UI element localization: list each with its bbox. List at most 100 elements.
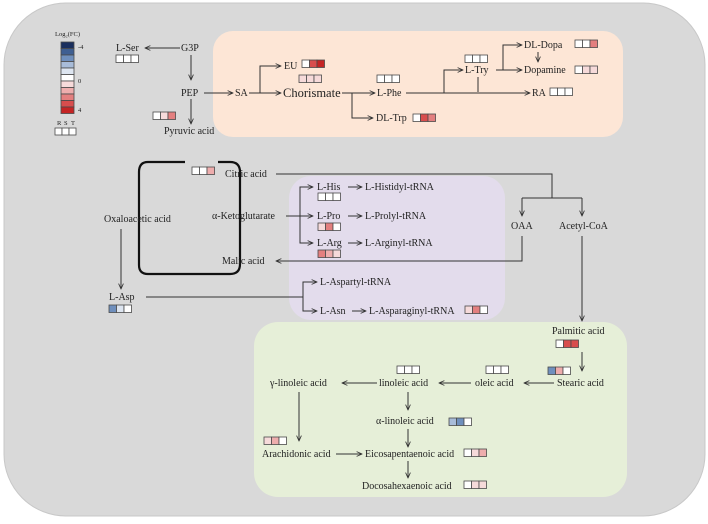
heat-cell-citric [206, 166, 215, 175]
legend-color-step [60, 61, 75, 69]
node-dltrp: DL-Trp [376, 113, 407, 124]
heat-cell-pep [152, 111, 161, 120]
heat-cell-pep [167, 111, 176, 120]
heat-cell-lphe [384, 74, 393, 83]
heat-cell-eu [309, 59, 318, 68]
heat-cell-dldopa [582, 39, 591, 48]
heat-cell-larg [325, 249, 334, 258]
node-dopamine: Dopamine [524, 65, 566, 76]
heat-cell-dopamine [582, 65, 591, 74]
heat-cell-linoleic [404, 365, 413, 374]
heat-cell-chorismate [313, 74, 322, 83]
arrow-oaa-malic [276, 236, 523, 261]
node-akg: α-Ketoglutarate [212, 211, 276, 222]
node-lasntrna: L-Asparaginyl-tRNA [369, 306, 455, 317]
legend-color-step [60, 106, 75, 114]
node-citric: Citric acid [225, 169, 267, 180]
legend-color-bar [60, 41, 75, 114]
heat-cell-palmitic [570, 339, 579, 348]
node-pyruvic: Pyruvic acid [164, 126, 214, 137]
heat-cell-dha [463, 480, 472, 489]
legend-color-step [60, 80, 75, 88]
node-oleic: oleic acid [475, 378, 514, 389]
legend-tick-mid: 0 [78, 78, 81, 85]
heat-cell-lphe [391, 74, 400, 83]
heat-cell-palmitic [555, 339, 564, 348]
legend-color-step [60, 67, 75, 75]
heat-cell-lser [130, 54, 139, 63]
heat-cell-alinoleic [448, 417, 457, 426]
node-arachidonic: Arachidonic acid [262, 449, 331, 460]
legend-color-step [60, 48, 75, 56]
node-oxaloacetic: Oxaloacetic acid [104, 214, 171, 225]
node-lasp: L-Asp [109, 292, 135, 303]
node-linoleic: linoleic acid [379, 378, 428, 389]
heat-cell-eu [316, 59, 325, 68]
arrow-lasp-aspartyl [146, 282, 317, 298]
legend-title: Log₂(FC) [55, 31, 80, 38]
heat-cell-legend [68, 127, 77, 136]
heat-cell-arachidonic [278, 436, 287, 445]
node-g3p: G3P [181, 43, 199, 54]
legend-color-step [60, 41, 75, 49]
node-chorismate: Chorismate [283, 86, 341, 100]
legend-tick-bottom: 4 [78, 107, 82, 114]
node-laspttrna: L-Aspartyl-tRNA [320, 277, 392, 288]
legend-color-step [60, 54, 75, 62]
arrow-ltry-dldopa [496, 45, 522, 71]
legend-color-step [60, 74, 75, 82]
heat-cell-dha [471, 480, 480, 489]
heat-cell-ltry [472, 54, 481, 63]
node-oaa: OAA [511, 221, 533, 232]
arrow-lasp-lasn [302, 297, 317, 311]
node-lser: L-Ser [116, 43, 139, 54]
legend-color-step [60, 93, 75, 101]
fatty-acid-region [254, 322, 627, 497]
heat-cell-chorismate [298, 74, 307, 83]
heat-cell-lser [123, 54, 132, 63]
heat-cell-ra [564, 87, 573, 96]
heat-cell-lser [115, 54, 124, 63]
node-epa: Eicosapentaenoic acid [365, 449, 454, 460]
heat-cell-alinoleic [456, 417, 465, 426]
heat-cell-epa [463, 448, 472, 457]
heat-cell-stearic [555, 366, 564, 375]
heat-cell-stearic [562, 366, 571, 375]
node-dldopa: DL-Dopa [524, 40, 563, 51]
heat-cell-oleic [500, 365, 509, 374]
heat-cell-chorismate [306, 74, 315, 83]
heat-cell-ltry [464, 54, 473, 63]
node-stearic: Stearic acid [557, 378, 604, 389]
arrow-akg-lhis [299, 187, 313, 216]
heat-cell-linoleic [396, 365, 405, 374]
heat-cell-legend [54, 127, 63, 136]
heat-cell-pep [160, 111, 169, 120]
heat-cell-lasp [123, 304, 132, 313]
legend-color-step [60, 100, 75, 108]
heat-cell-lpro [325, 222, 334, 231]
node-ra: RA [532, 88, 547, 99]
node-lhistrna: L-Histidyl-tRNA [365, 182, 435, 193]
node-lphe: L-Phe [377, 88, 402, 99]
node-lhis: L-His [317, 182, 340, 193]
heat-cell-oleic [485, 365, 494, 374]
heat-cell-eu [301, 59, 310, 68]
node-malic: Malic acid [222, 256, 264, 267]
node-dha: Docosahexaenoic acid [362, 481, 452, 492]
heat-cell-ltry [479, 54, 488, 63]
tca-cycle-bracket [137, 160, 242, 276]
heat-cell-palmitic [563, 339, 572, 348]
heat-cell-lasntrna [479, 305, 488, 314]
amino-acid-trna-region [289, 176, 505, 320]
heat-cell-lhis [332, 192, 341, 201]
heat-cell-lhis [325, 192, 334, 201]
arrow-chorismate-dltrp [351, 93, 373, 118]
legend-letter-s: S [64, 120, 68, 127]
legend-letter-t: T [71, 120, 75, 127]
node-largtrna: L-Arginyl-tRNA [365, 238, 433, 249]
aromatic-pathway-region [213, 31, 623, 137]
heat-cell-dha [478, 480, 487, 489]
heat-cell-alinoleic [463, 417, 472, 426]
